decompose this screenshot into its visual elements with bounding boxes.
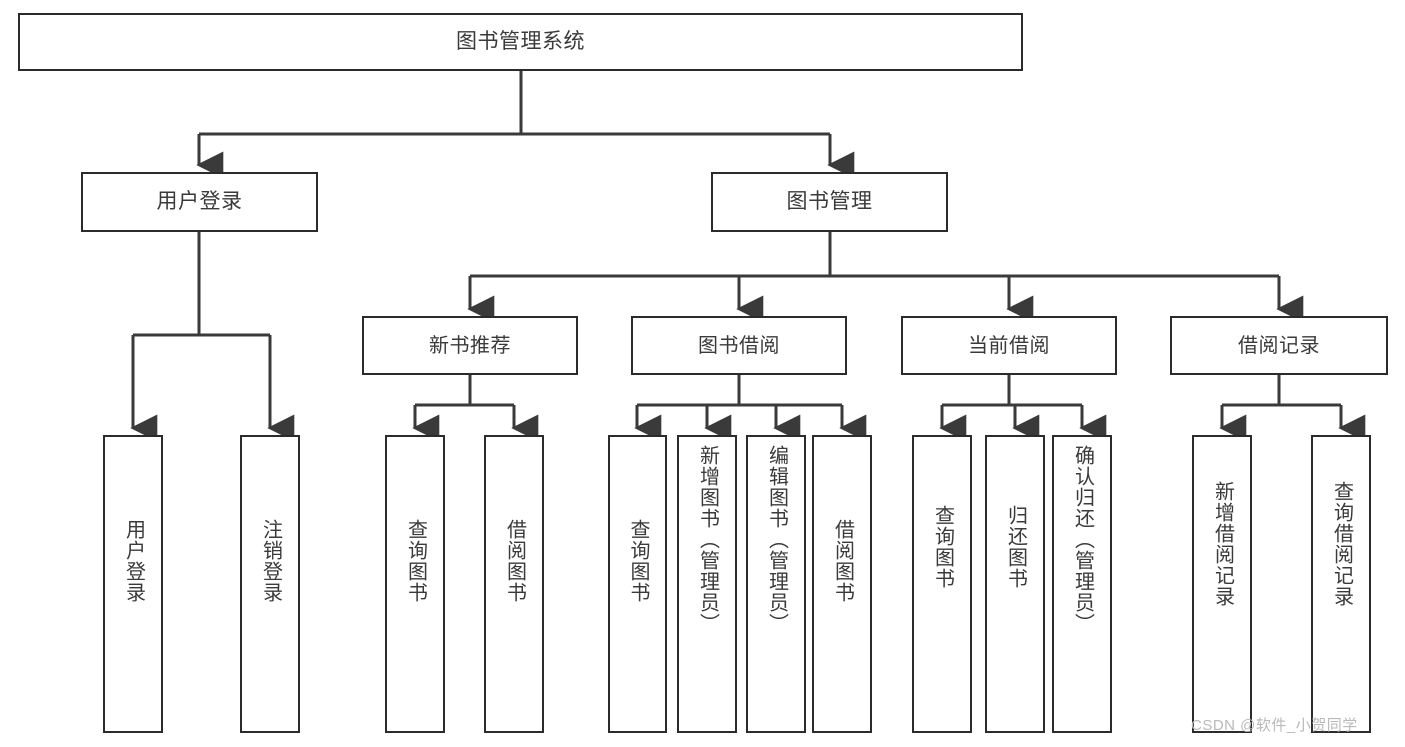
node-book-manage[interactable]: 图书管理 [711,172,948,232]
node-leaf-cur-query[interactable]: 查询图书 [912,435,972,733]
node-leaf-rec-add-label: 新增借阅记录 [1211,481,1234,607]
node-leaf-borrow-add-label: 新增图书（管理员） [696,445,719,634]
node-book-manage-label: 图书管理 [786,190,873,214]
node-leaf-user-login[interactable]: 用户登录 [103,435,163,733]
node-leaf-user-logout-label: 注销登录 [259,519,282,603]
node-borrow-record[interactable]: 借阅记录 [1170,316,1388,375]
node-current-borrow-label: 当前借阅 [968,334,1050,357]
node-leaf-borrow-do[interactable]: 借阅图书 [812,435,872,733]
node-leaf-user-login-label: 用户登录 [122,519,145,603]
node-leaf-rec-add[interactable]: 新增借阅记录 [1192,435,1252,733]
node-book-borrow[interactable]: 图书借阅 [631,316,847,375]
node-leaf-cur-return-label: 归还图书 [1004,505,1027,589]
node-leaf-cur-query-label: 查询图书 [931,505,954,589]
node-leaf-cur-confirm-label: 确认归还（管理员） [1071,445,1094,634]
node-leaf-borrow-query-label: 查询图书 [627,519,649,603]
watermark: CSDN @软件_小贺同学 [1191,717,1358,734]
node-user-login[interactable]: 用户登录 [81,172,318,232]
node-new-book-rec[interactable]: 新书推荐 [362,316,578,375]
node-leaf-cur-return[interactable]: 归还图书 [985,435,1045,733]
node-leaf-cur-confirm[interactable]: 确认归还（管理员） [1052,435,1112,733]
node-root[interactable]: 图书管理系统 [18,13,1023,71]
node-user-login-label: 用户登录 [156,190,243,214]
node-leaf-rec-query[interactable]: 查询图书 [385,435,445,733]
node-leaf-user-logout[interactable]: 注销登录 [240,435,300,733]
node-root-label: 图书管理系统 [456,30,585,54]
node-book-borrow-label: 图书借阅 [698,334,780,357]
node-leaf-borrow-add[interactable]: 新增图书（管理员） [677,435,737,733]
node-leaf-borrow-do-label: 借阅图书 [831,519,854,603]
node-leaf-borrow-edit[interactable]: 编辑图书（管理员） [746,435,806,733]
node-new-book-rec-label: 新书推荐 [429,334,511,357]
node-borrow-record-label: 借阅记录 [1238,334,1320,357]
node-current-borrow[interactable]: 当前借阅 [901,316,1117,375]
node-leaf-borrow-query[interactable]: 查询图书 [608,435,667,733]
node-leaf-rec-query2[interactable]: 查询借阅记录 [1311,435,1371,733]
node-leaf-rec-borrow[interactable]: 借阅图书 [484,435,544,733]
node-leaf-rec-query2-label: 查询借阅记录 [1330,481,1353,607]
node-leaf-rec-query-label: 查询图书 [404,519,427,603]
node-leaf-rec-borrow-label: 借阅图书 [503,519,526,603]
node-leaf-borrow-edit-label: 编辑图书（管理员） [765,445,788,634]
